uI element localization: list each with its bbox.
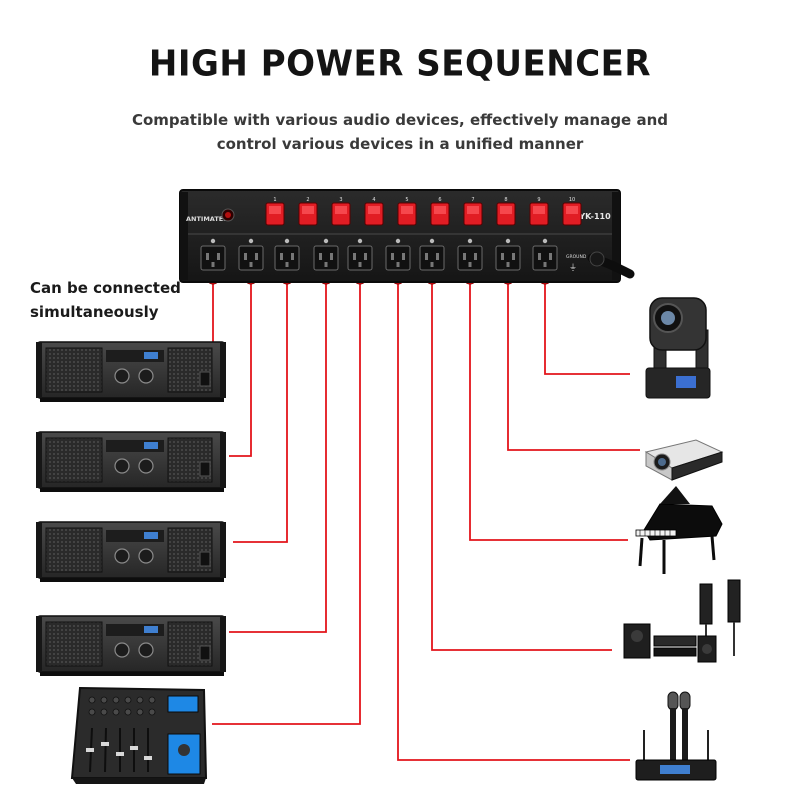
rocker-switch-7[interactable]: 7 [463,197,483,226]
wire-group [206,271,640,761]
power-outlet-3 [274,238,300,271]
switch-number-label: 7 [471,197,474,203]
connection-note-line-1: Can be connected [30,279,181,297]
connection-wire-9 [507,278,640,451]
outlet-row [200,238,558,271]
switch-number-label: 1 [273,197,276,203]
rocker-switch-1[interactable]: 1 [265,197,285,226]
switch-row: 1 2 3 4 5 6 7 8 9 10 [265,197,582,226]
ground-symbol-icon: ⏚ [569,263,577,272]
power-outlet-2 [238,238,264,271]
grand-piano-icon [635,486,723,574]
connection-note: Can be connected simultaneously [30,276,181,324]
switch-number-label: 5 [405,197,408,203]
power-outlet-7 [419,238,445,271]
switch-number-label: 9 [537,197,540,203]
switch-number-label: 3 [339,197,342,203]
subtitle-line-2: control various devices in a unified man… [216,135,584,153]
power-outlet-5 [347,238,373,271]
connection-wire-8 [469,278,628,541]
page-title: HIGH POWER SEQUENCER [148,43,652,85]
sequencer-unit: ANTIMATES YK-110 1 2 3 4 5 6 7 8 9 10 GROUND ⏚ [179,189,635,283]
brand-label: ANTIMATES [186,215,228,223]
connection-note-line-2: simultaneously [30,303,159,321]
wireless-microphone-icon [635,691,717,781]
power-outlet-4 [313,238,339,271]
power-amplifier-icon [36,431,226,492]
rocker-switch-6[interactable]: 6 [430,197,450,226]
home-theater-speakers-icon [623,579,741,663]
switch-number-label: 10 [569,197,575,203]
power-outlet-6 [385,238,411,271]
moving-head-light-icon [645,297,711,399]
switch-number-label: 8 [504,197,507,203]
connection-wire-2 [229,278,252,457]
connection-wire-5 [212,278,361,725]
connection-wire-7 [431,278,612,651]
ground-label: GROUND [566,254,587,260]
audio-mixer-icon [70,686,208,784]
power-amplifier-icon [36,615,226,676]
projector-icon [644,439,724,481]
power-outlet-10 [532,238,558,271]
rocker-switch-5[interactable]: 5 [397,197,417,226]
power-outlet-1 [200,238,226,271]
subtitle-line-1: Compatible with various audio devices, e… [131,111,668,129]
rocker-switch-9[interactable]: 9 [529,197,549,226]
rocker-switch-8[interactable]: 8 [496,197,516,226]
power-amplifier-icon [36,521,226,582]
connection-wire-3 [233,278,288,543]
power-outlet-8 [457,238,483,271]
amplifier-stack [36,341,226,676]
connection-wire-6 [397,278,630,761]
switch-number-label: 4 [372,197,375,203]
rocker-switch-3[interactable]: 3 [331,197,351,226]
rocker-switch-4[interactable]: 4 [364,197,384,226]
subtitle: Compatible with various audio devices, e… [0,108,800,156]
switch-number-label: 6 [438,197,441,203]
connection-wire-10 [544,278,630,375]
rocker-switch-2[interactable]: 2 [298,197,318,226]
connection-wire-4 [229,278,327,633]
switch-number-label: 2 [306,197,309,203]
rocker-switch-10[interactable]: 10 [562,197,582,226]
power-outlet-9 [495,238,521,271]
model-label: YK-110 [578,212,611,221]
power-amplifier-icon [36,341,226,402]
